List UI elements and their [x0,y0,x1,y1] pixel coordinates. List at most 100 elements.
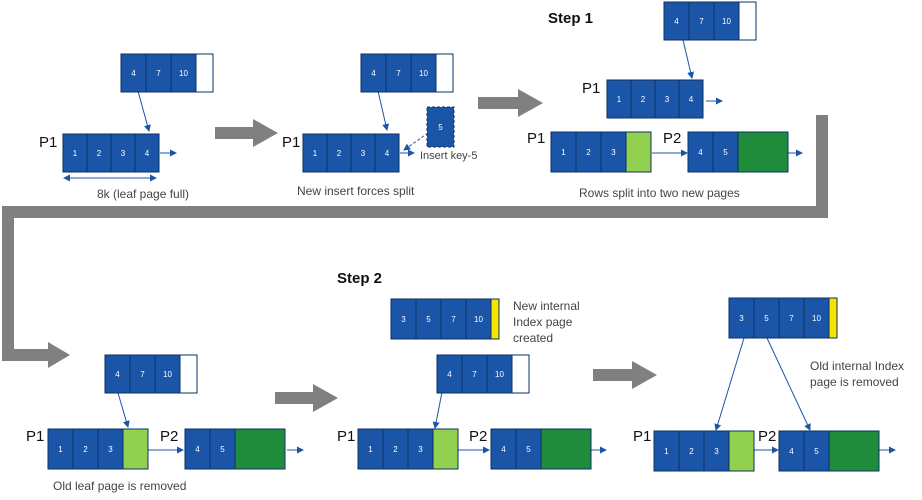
key-label: 5 [426,315,431,324]
key-cell [357,428,384,470]
flow-arrow-2 [478,89,543,117]
key-cell [778,297,805,339]
key-cell [407,428,434,470]
key-cell [803,430,830,472]
key-label: 5 [438,123,443,132]
key-label: 5 [220,445,225,454]
key-cell [302,133,328,173]
key-label: 7 [140,370,145,379]
empty-slot [435,53,454,93]
key-label: 1 [617,95,622,104]
caption-rows-split: Rows split into two new pages [579,186,740,200]
pointer-arrow [137,90,151,132]
page-label-p1: P1 [527,130,546,147]
flow-arrow-1 [215,119,278,147]
page-label-p2: P2 [469,428,488,445]
free-space [234,428,286,470]
free-space [625,131,652,173]
key-label: 1 [313,149,318,158]
key-cell [630,79,656,119]
key-label: 4 [501,445,506,454]
key-label: 1 [664,447,669,456]
key-label: 2 [97,149,102,158]
key-label: 3 [418,445,423,454]
empty-slot [179,354,198,394]
key-cell [687,131,714,173]
key-label: 1 [368,445,373,454]
key-cell [436,354,463,394]
key-cell [47,428,74,470]
key-cell [728,297,755,339]
key-label: 4 [689,95,694,104]
key-cell [97,428,124,470]
page-label-p1: P1 [39,134,58,151]
key-label: 7 [156,69,161,78]
key-cell [712,131,739,173]
caption-old-leaf-removed: Old leaf page is removed [53,479,187,493]
key-cell [606,79,632,119]
key-label: 10 [179,69,188,78]
free-space [432,428,459,470]
key-label: 2 [586,148,591,157]
key-cell [360,53,387,93]
key-cell [654,79,680,119]
key-cell [713,1,740,41]
key-label: 4 [131,69,136,78]
index-page: 4 7 10 [120,53,214,93]
key-label: 3 [714,447,719,456]
page-label-p1: P1 [633,428,652,445]
key-label: 1 [73,149,78,158]
key-cell [515,428,542,470]
key-cell [490,428,517,470]
key-cell [134,133,160,173]
insert-key-label: Insert key-5 [420,150,478,162]
empty-slot [195,53,214,93]
key-label: 3 [401,315,406,324]
key-label: 4 [698,148,703,157]
key-label: 3 [361,149,366,158]
key-cell [72,428,99,470]
insert-key-box: 5 [426,106,455,148]
key-label: 10 [163,370,172,379]
pointer-arrow [377,90,390,131]
key-label: 10 [419,69,428,78]
key-cell [86,133,112,173]
page-label-p1: P1 [282,134,301,151]
key-cell [678,79,704,119]
key-cell [129,354,156,394]
page-label-p1: P1 [337,428,356,445]
key-label: 3 [611,148,616,157]
insert-pointer-arrow [403,132,429,151]
key-label: 4 [447,370,452,379]
key-label: 5 [814,447,819,456]
key-cell [209,428,236,470]
key-label: 4 [674,17,679,26]
key-label: 4 [145,149,150,158]
pointer-arrow [766,337,811,431]
key-cell [104,354,131,394]
key-cell [550,131,577,173]
key-label: 1 [58,445,63,454]
key-label: 5 [526,445,531,454]
key-cell [390,298,417,340]
pointer-arrow [682,39,695,79]
key-label: 10 [722,17,731,26]
key-cell [575,131,602,173]
key-cell [145,53,172,93]
key-cell [170,53,197,93]
key-label: 10 [812,314,821,323]
key-label: 7 [451,315,456,324]
pointer-arrow [432,391,443,429]
step-1-title: Step 1 [548,10,594,27]
key-cell [703,430,730,472]
free-space [728,430,755,472]
empty-slot [511,354,530,394]
